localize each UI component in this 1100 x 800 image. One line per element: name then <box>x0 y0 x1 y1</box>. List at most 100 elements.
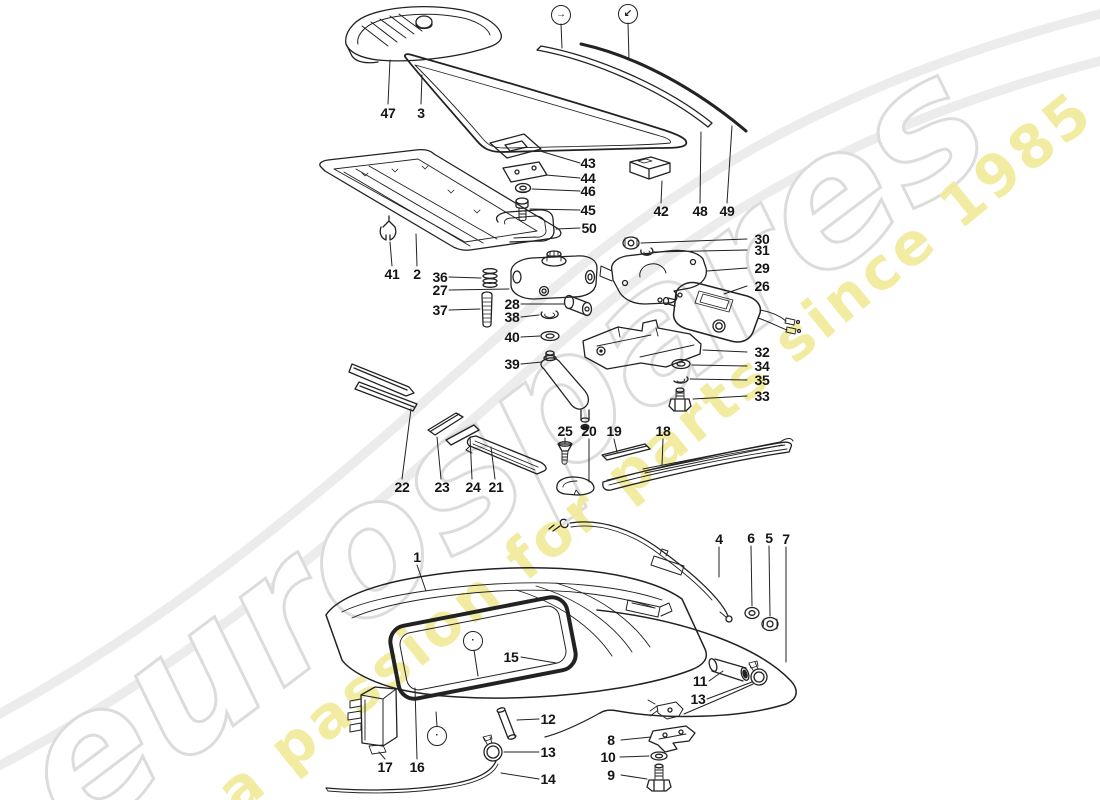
part-number-label: 2 <box>413 266 421 282</box>
part-number-label: 43 <box>580 155 596 171</box>
part-number-label: 16 <box>409 759 425 775</box>
part-11-drain-hose <box>708 658 750 682</box>
part-number-label: 12 <box>540 711 556 727</box>
part-20-end-cap <box>556 438 595 496</box>
part-number-label: 44 <box>580 170 596 186</box>
part-number-label: 30 <box>754 231 770 247</box>
direction-arrow-circle-a: → <box>551 5 571 25</box>
part-17-sunroof-switch <box>347 686 398 760</box>
part-21-guide-rail <box>465 435 547 480</box>
part-number-label: 9 <box>607 767 615 783</box>
part-30-nut <box>622 236 748 250</box>
part-26-sunroof-motor <box>657 281 802 343</box>
part-number-label: 42 <box>653 203 669 219</box>
part-27-crank-gear-housing <box>448 250 598 300</box>
part-24-guide-strip <box>445 424 480 480</box>
part-number-label: 5 <box>765 530 773 546</box>
part-number-label: 10 <box>600 749 616 765</box>
fastener-ref-circle-b: · <box>427 726 447 746</box>
part-2-headliner-panel <box>319 148 562 267</box>
part-19-slide-strip <box>601 438 651 461</box>
part-5-nut <box>761 545 779 632</box>
part-39-crank-arm <box>520 350 590 431</box>
part-29-motor-bracket <box>599 249 748 305</box>
part-28-roller <box>520 294 593 317</box>
part-22-guide-strips <box>348 363 418 480</box>
part-number-label: 13 <box>540 744 556 760</box>
part-32-mounting-plate <box>582 319 748 370</box>
part-number-label: 1 <box>413 549 421 565</box>
part-number-label: 35 <box>754 372 770 388</box>
part-number-label: 41 <box>384 266 400 282</box>
part-25-countersunk-screw <box>557 437 573 465</box>
part-12-connector-tube <box>496 707 540 740</box>
part-number-label: 25 <box>557 423 573 439</box>
part-36-spring <box>448 268 498 288</box>
part-number-label: 47 <box>380 105 396 121</box>
part-number-label: 28 <box>504 296 520 312</box>
part-10-washer <box>619 751 668 761</box>
part-45-bolt <box>515 197 581 221</box>
part-number-label: 23 <box>434 479 450 495</box>
roof-cutout-edge <box>544 609 797 738</box>
part-38-washer <box>520 310 559 320</box>
part-number-label: 6 <box>747 530 755 546</box>
part-48-trim-strip <box>536 23 713 204</box>
part-number-label: 7 <box>782 531 790 547</box>
part-number-label: 19 <box>606 423 622 439</box>
part-number-label: 24 <box>465 479 481 495</box>
part-number-label: 26 <box>754 278 770 294</box>
direction-arrow-circle-b: ↙ <box>618 4 638 24</box>
part-number-label: 8 <box>607 732 615 748</box>
part-4-drive-cable <box>548 518 733 623</box>
part-1-sunroof-frame <box>325 564 708 760</box>
part-number-label: 38 <box>504 309 520 325</box>
part-8-cable-bracket <box>620 699 696 753</box>
part-number-label: 21 <box>488 479 504 495</box>
part-23-guide-strip <box>427 412 464 480</box>
part-number-label: 15 <box>503 649 519 665</box>
fastener-ref-circle-a: · <box>463 631 483 651</box>
part-number-label: 39 <box>504 356 520 372</box>
part-number-label: 11 <box>692 673 708 689</box>
part-number-label: 45 <box>580 202 596 218</box>
part-number-label: 32 <box>754 344 770 360</box>
part-13-hose-clamp-left <box>482 734 540 762</box>
part-47-wind-deflector <box>345 5 503 105</box>
part-number-label: 50 <box>581 220 597 236</box>
part-number-label: 14 <box>540 771 556 787</box>
part-43-bracket-plate <box>489 133 581 164</box>
part-46-nut <box>514 182 581 194</box>
part-number-label: 17 <box>377 759 393 775</box>
part-14-drain-tube <box>325 760 540 794</box>
part-37-screw <box>448 291 493 328</box>
part-number-label: 4 <box>715 531 723 547</box>
part-number-label: 33 <box>754 388 770 404</box>
part-13-hose-clamp-right <box>683 660 768 715</box>
part-34-washer <box>671 358 748 370</box>
part-number-label: 36 <box>432 269 448 285</box>
part-49-trim-strip <box>579 22 748 204</box>
part-9-bolt <box>620 763 672 792</box>
part-number-label: 48 <box>692 203 708 219</box>
part-number-label: 20 <box>581 423 597 439</box>
part-number-label: 13 <box>690 691 706 707</box>
part-35-lock-washer <box>673 376 748 384</box>
part-number-label: 18 <box>655 423 671 439</box>
part-50-guide-piece <box>495 209 581 243</box>
part-3-sunroof-glass <box>403 53 688 153</box>
part-31-lock-washer <box>640 247 748 256</box>
part-number-label: 40 <box>504 329 520 345</box>
part-number-label: 49 <box>719 203 735 219</box>
part-number-label: 22 <box>394 479 410 495</box>
part-40-washer <box>520 330 560 342</box>
part-18-roof-rail <box>602 438 794 491</box>
part-44-retainer-strip <box>502 161 581 183</box>
part-number-label: 46 <box>580 183 596 199</box>
part-33-bolt <box>668 387 748 412</box>
part-number-label: 27 <box>432 282 448 298</box>
